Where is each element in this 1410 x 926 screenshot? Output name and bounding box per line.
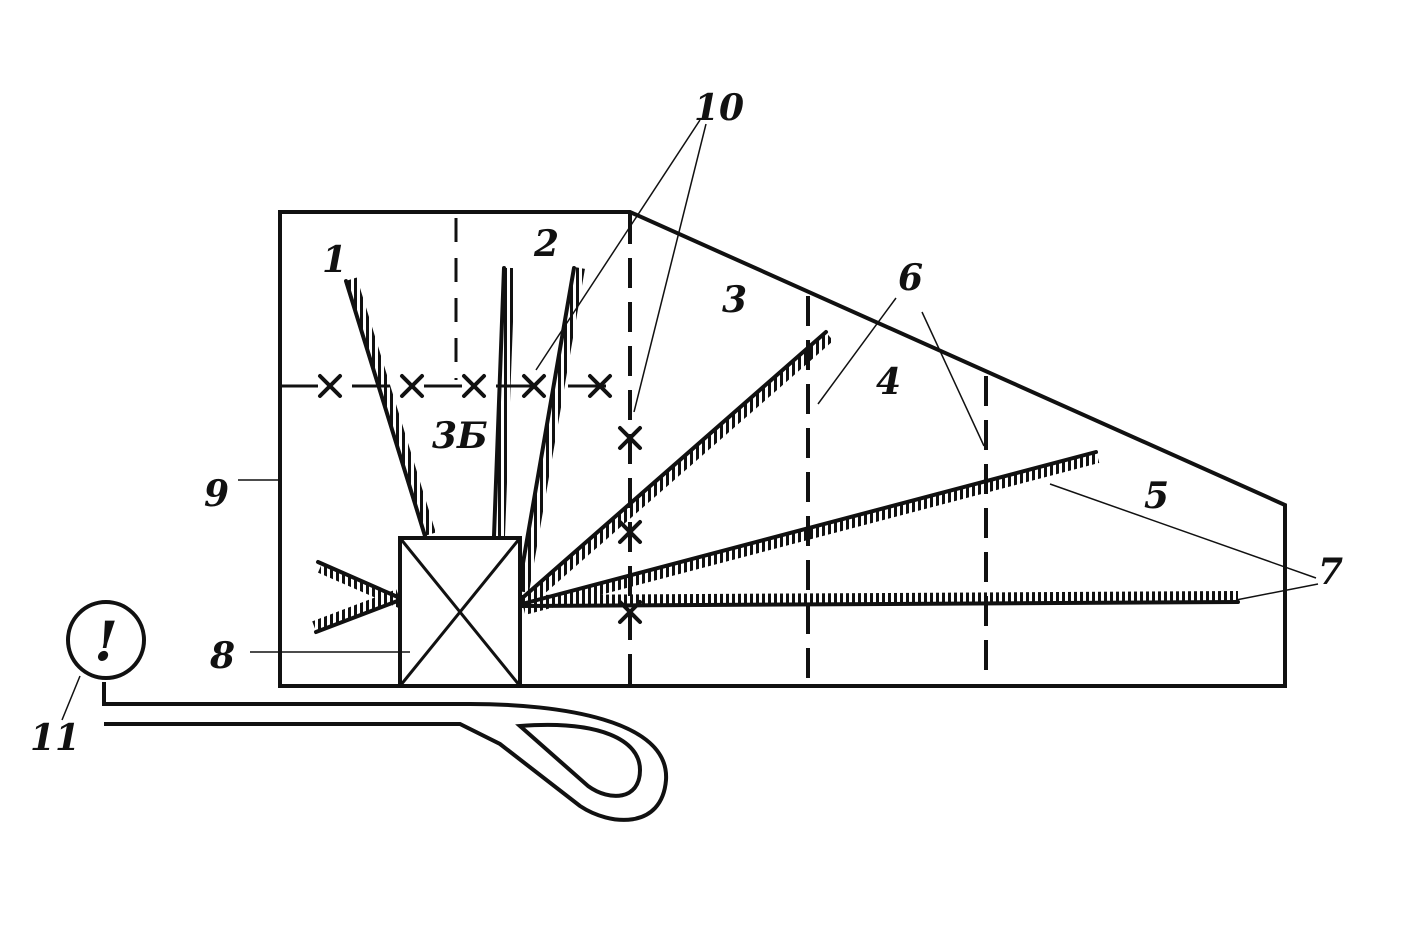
boom-group [312,266,1240,634]
boom-left-lower-ticks [312,589,400,631]
x-marker [618,600,642,624]
boom-2-ticks [519,267,585,593]
x-marker [588,374,612,398]
label-11: 11 [30,717,80,759]
boom-3-ticks [520,333,834,609]
site-boundary [278,210,1287,688]
access-road [102,682,669,822]
label-6: 6 [898,257,923,299]
x-marker [522,374,546,398]
warning-symbol: ! [94,609,118,673]
label-4: 4 [876,361,901,403]
boom-5-ticks [521,591,1239,605]
boom-1-ticks [347,277,436,536]
x-marker [618,520,642,544]
x-marker [400,374,424,398]
label-3: 3 [722,279,747,321]
label-2: 2 [533,223,559,265]
x-marker [462,374,486,398]
x-marker [618,426,642,450]
label-5: 5 [1144,475,1169,517]
x-markers [318,374,642,624]
boom-4 [520,450,1098,606]
boom-center [492,266,506,538]
boom-1 [344,279,427,538]
label-7: 7 [1318,551,1343,593]
x-marker [318,374,342,398]
label-10: 10 [694,87,744,129]
boom-5 [520,600,1240,608]
label-1: 1 [322,239,347,281]
label-9: 9 [204,473,229,515]
label-3b: 3Б [432,415,488,457]
leader-lines [61,119,1319,721]
boom-4-ticks [522,453,1100,615]
boom-2 [516,266,576,594]
boom-center-ticks [495,267,515,537]
building [398,536,522,688]
label-8: 8 [209,635,235,677]
boom-left-lower [314,598,402,634]
boom-3 [518,330,828,602]
warning-sign-icon: ! [66,600,146,680]
